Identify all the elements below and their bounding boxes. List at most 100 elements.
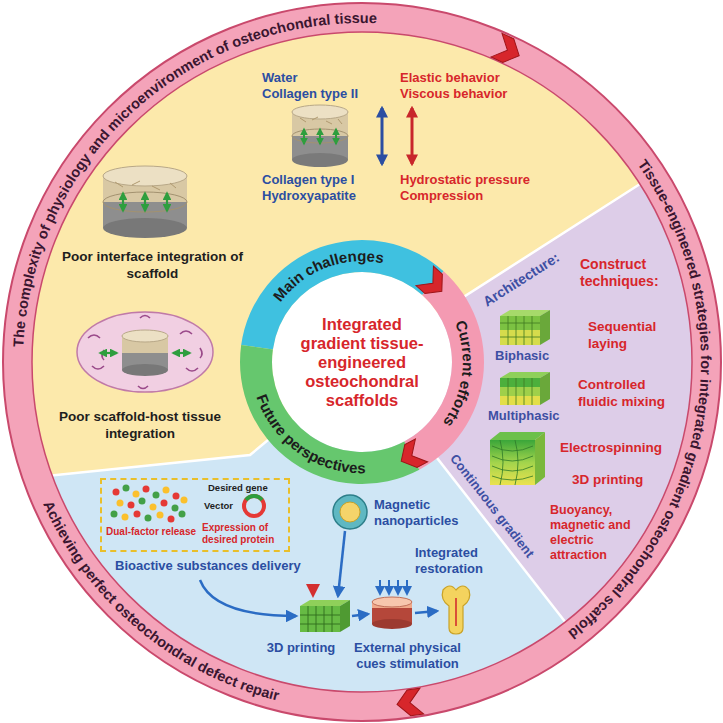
label-text: Collagen type II <box>262 86 358 102</box>
ring-chevron <box>416 266 450 301</box>
compressed-scaffold-icon <box>319 129 321 144</box>
ring-segment-text-layer: Future perspectives <box>238 343 422 486</box>
ring-title-text: Achieving perfect osteochondral defect r… <box>40 498 281 703</box>
ring-segment-shape <box>241 240 443 349</box>
ring-segment-shape <box>404 271 484 469</box>
dual-factor-particles <box>145 515 152 522</box>
label-text: Biphasic <box>495 348 549 364</box>
workflow-arrow <box>200 580 296 616</box>
composition-arrow <box>382 108 383 164</box>
label-text: Hydrostatic pressure <box>400 172 530 188</box>
host-tissue-icon <box>88 316 202 389</box>
printed-scaffold-icon <box>300 606 340 632</box>
ring-segment-title: Current efforts <box>440 318 477 430</box>
ring-segment-title-text: Main challenges <box>270 247 386 304</box>
dual-factor-particles <box>157 512 164 519</box>
label-text: Viscous behavior <box>400 86 507 102</box>
ring-title: Tissue-engineered strategies for integra… <box>565 157 714 643</box>
dual-factor-particles <box>150 504 157 511</box>
gene-vector-icon <box>244 496 264 516</box>
dashed-box: Dual-factor releaseDesired geneVectorExp… <box>100 478 290 552</box>
ring-title-text: The complexity of physiology and microen… <box>10 10 377 347</box>
ring-chevron <box>395 439 428 473</box>
ring-segment-title-text: Future perspectives <box>253 392 365 476</box>
magnetic-nanoparticle-icon <box>333 495 367 529</box>
stimulated-construct-icon <box>379 580 381 594</box>
label-text: Magnetic nanoparticles <box>374 497 466 529</box>
compressed-scaffold-icon <box>300 117 342 124</box>
label-text: Electrospinning <box>560 440 662 456</box>
box-text: Expression of desired protein <box>202 522 288 546</box>
multiphasic-scaffold-icon <box>500 372 550 405</box>
printed-scaffold-icon <box>340 600 350 632</box>
ring-segment-text-layer: Current efforts <box>402 269 486 472</box>
label-text: Collagen type I <box>262 172 354 188</box>
host-tissue-icon <box>100 352 117 354</box>
mechanics-arrow <box>411 108 414 164</box>
label-text: Construct techniques: <box>580 256 680 290</box>
multiphasic-scaffold-icon <box>500 378 540 387</box>
label-text: Poor interface integration of scaffold <box>55 248 250 282</box>
compressed-scaffold-icon <box>292 129 348 143</box>
multiphasic-scaffold-icon <box>508 378 532 405</box>
stimulated-construct-icon <box>372 619 412 629</box>
ring-segment-title: Main challenges <box>270 247 386 304</box>
compressed-scaffold-icon <box>292 105 348 119</box>
dual-factor-particles <box>181 497 188 504</box>
compressed-scaffold-icon <box>303 129 305 144</box>
dual-factor-particles <box>123 485 130 492</box>
ring-chevron <box>395 688 423 717</box>
compressed-scaffold-icon <box>335 129 337 144</box>
ring-title-text: Tissue-engineered strategies for integra… <box>565 157 714 643</box>
multiphasic-scaffold-icon <box>500 387 540 396</box>
ring-segment: Future perspectives <box>238 343 422 486</box>
label-text: Integrated restoration <box>415 545 505 577</box>
label-text: Multiphasic <box>488 408 560 424</box>
gradient-scaffold-icon <box>492 440 533 485</box>
label-text: Buoyancy, magnetic and electric attracti… <box>550 503 645 563</box>
dual-factor-particles <box>117 500 124 507</box>
gradient-scaffold-icon <box>535 432 545 485</box>
host-tissue-icon <box>122 330 168 342</box>
gene-vector-icon <box>244 496 264 516</box>
stimulated-construct-icon <box>372 597 412 607</box>
ring-segment: Main challenges <box>239 238 446 352</box>
mechanics-arrow <box>412 108 413 164</box>
magnetic-nanoparticle-icon <box>340 502 360 522</box>
gene-vector-icon <box>246 496 262 500</box>
interface-scaffold-icon <box>115 181 176 190</box>
composition-arrow <box>381 108 384 164</box>
host-tissue-icon <box>122 364 168 376</box>
restored-joint-icon <box>455 598 457 626</box>
ring-segment: Current efforts <box>402 269 486 472</box>
disk-edge <box>32 32 692 692</box>
interface-scaffold-icon <box>103 166 187 238</box>
label-text: Poor scaffold-host tissue integration <box>40 408 240 442</box>
interface-scaffold-icon <box>166 193 168 211</box>
label-text: Continuous gradient <box>446 451 537 561</box>
ring-chevron <box>491 33 525 67</box>
ring-segment-title: Future perspectives <box>253 392 365 476</box>
dual-factor-particles <box>143 486 150 493</box>
magnetic-nanoparticle-icon <box>333 495 367 529</box>
dual-factor-particles <box>163 487 170 494</box>
biphasic-scaffold-icon <box>540 310 550 345</box>
node-title: Integrated gradient tissue-engineered os… <box>294 315 430 410</box>
dual-factor-particles <box>161 500 168 507</box>
ring-chevron <box>395 266 450 473</box>
ring-title: Achieving perfect osteochondral defect r… <box>40 498 281 703</box>
disk-edge <box>32 32 692 692</box>
dual-factor-particles <box>111 511 118 518</box>
biphasic-scaffold-icon <box>500 310 550 345</box>
multiphasic-scaffold-icon <box>540 372 550 405</box>
center-circle: Integrated gradient tissue-engineered os… <box>272 272 452 452</box>
dual-factor-particles <box>173 493 180 500</box>
dual-factor-particles <box>134 511 141 518</box>
label-text: Compression <box>400 188 483 204</box>
dual-factor-particles <box>172 505 179 512</box>
label-text: Controlled fluidic mixing <box>578 376 683 410</box>
stimulated-construct-icon <box>397 580 399 594</box>
interface-scaffold-icon <box>103 192 187 212</box>
